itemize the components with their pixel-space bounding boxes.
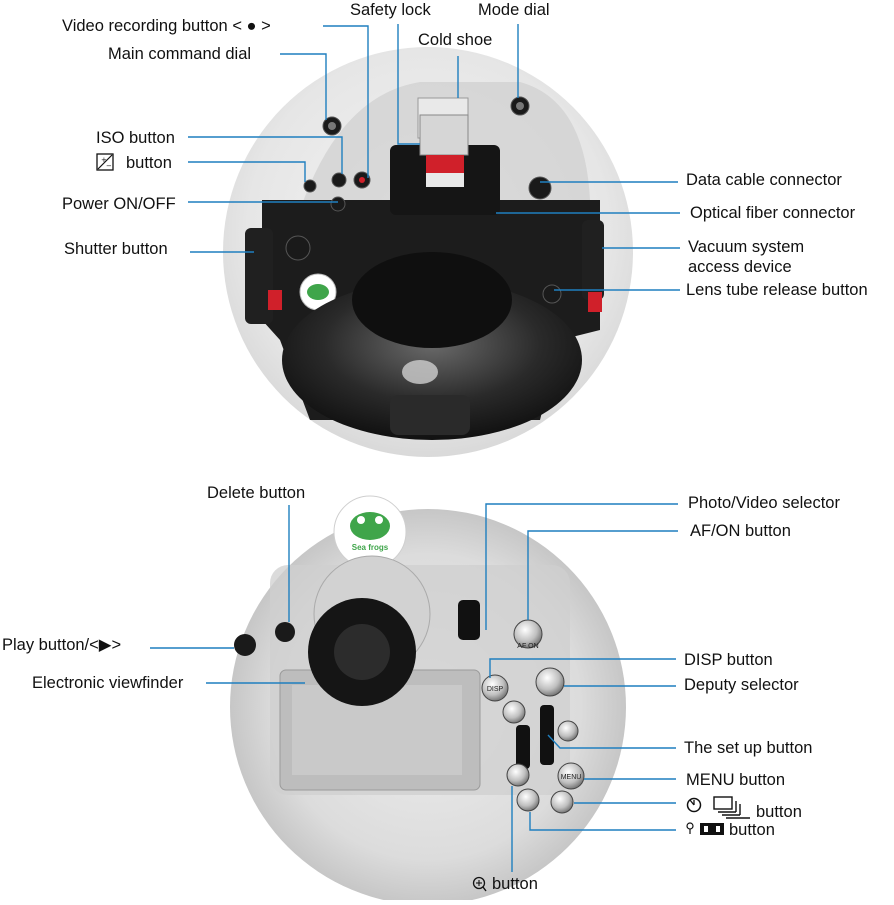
label-vacuum-system-line1: Vacuum system <box>688 238 805 256</box>
label-deputy-selector: Deputy selector <box>684 676 799 694</box>
label-menu-button: MENU button <box>686 771 786 789</box>
leader-lines <box>150 24 680 872</box>
label-main-command-dial: Main command dial <box>108 45 252 63</box>
leader-safety-lock <box>397 24 420 145</box>
svg-text:+: + <box>101 156 107 164</box>
label-delete-button: Delete button <box>207 484 306 502</box>
label-zoom-button: button <box>492 875 538 893</box>
leader-photo-video <box>485 503 678 630</box>
label-af-mode-button: button <box>729 821 775 839</box>
leader-exposure-comp <box>188 161 306 182</box>
label-setup-button: The set up button <box>684 739 813 757</box>
label-play-button: Play button/<▶> <box>2 636 122 654</box>
label-lens-tube-release: Lens tube release button <box>686 281 868 299</box>
svg-text:−: − <box>106 162 112 170</box>
menu-caption: MENU <box>561 774 582 781</box>
label-data-cable-connector: Data cable connector <box>686 171 842 189</box>
label-cold-shoe: Cold shoe <box>418 31 493 49</box>
label-safety-lock: Safety lock <box>350 1 431 19</box>
label-photo-video-selector: Photo/Video selector <box>688 494 840 512</box>
label-vacuum-system-line2: access device <box>688 258 792 276</box>
leader-main-command-dial <box>280 53 327 120</box>
logo-text: Sea frogs <box>352 543 389 552</box>
leader-af-on <box>527 530 678 620</box>
af-on-caption: AF ON <box>517 643 538 650</box>
top-view-photo <box>223 47 633 457</box>
disp-caption: DISP <box>487 686 504 693</box>
label-mode-dial: Mode dial <box>478 1 550 19</box>
leader-iso <box>188 136 343 174</box>
label-disp-button: DISP button <box>684 651 773 669</box>
label-shutter-button: Shutter button <box>64 240 168 258</box>
label-optical-fiber-connector: Optical fiber connector <box>690 204 856 222</box>
label-video-recording-button: Video recording button < ● > <box>62 17 271 35</box>
label-exposure-comp-button: button <box>126 154 172 172</box>
af-point-icon <box>686 822 724 835</box>
back-view-photo: AF ON DISP MENU Sea frogs <box>230 495 626 905</box>
leader-af-mode <box>529 812 676 831</box>
self-timer-continuous-icon <box>686 796 750 819</box>
exposure-compensation-icon: + − <box>96 153 114 171</box>
magnifier-plus-icon <box>472 876 487 892</box>
leader-video-recording <box>323 25 369 178</box>
label-electronic-viewfinder: Electronic viewfinder <box>32 674 184 692</box>
label-power-switch: Power ON/OFF <box>62 195 176 213</box>
label-drive-button: button <box>756 803 802 821</box>
label-af-on-button: AF/ON button <box>690 522 791 540</box>
label-iso-button: ISO button <box>96 129 175 147</box>
leader-setup <box>547 734 676 749</box>
leader-disp <box>489 658 676 678</box>
